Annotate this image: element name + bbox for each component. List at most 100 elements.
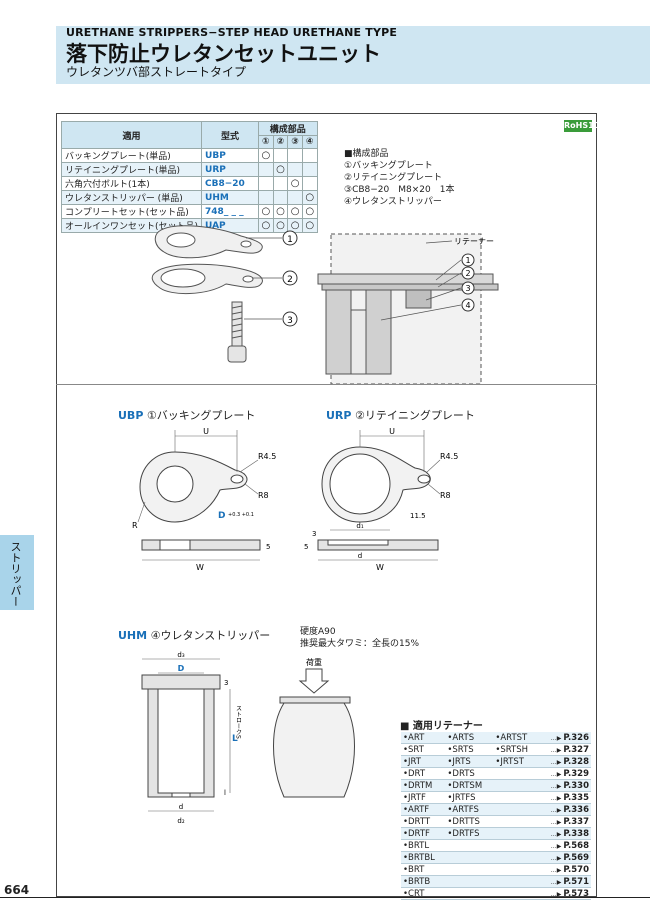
retainer-page[interactable]: …▶P.337 [538,815,591,828]
retainer-page[interactable]: …▶P.335 [538,791,591,804]
retainer-c [493,887,539,900]
dim-r45: R4.5 [440,452,458,461]
uhm-title: UHM ④ウレタンストリッパー [118,627,270,643]
col-use: 適用 [60,121,203,149]
row-use: リテイニングプレート(単品) [60,162,203,177]
retainer-c: •ARTST [493,732,539,744]
dim-11-5: 11.5 [410,512,426,520]
list-item: •BRT…▶P.570 [401,863,591,876]
row-mark: ○ [301,190,318,205]
retainer-c [493,851,539,864]
english-title: URETHANE STRIPPERS−STEP HEAD URETHANE TY… [66,26,398,39]
retainer-a: •JRTF [401,791,446,804]
dim-r45: R4.5 [258,452,276,461]
part-num: ④ [301,135,318,149]
load-arrow-icon [298,668,330,694]
retainer-page[interactable]: …▶P.326 [538,732,591,744]
retainer-label: リテーナー [454,237,494,246]
retainer-b: •DRTTS [445,815,494,828]
row-mark [258,176,274,191]
dim-stroke: ストロークS [235,705,242,739]
retainer-a: •ARTF [401,803,446,816]
japanese-subtitle: ウレタンツバ部ストレートタイプ [66,65,247,79]
table-row: 六角穴付ボルト(1本)CB8−20○ [60,176,318,191]
row-type: URP [201,162,260,177]
dim-5: 5 [304,543,308,551]
retainer-page[interactable]: …▶P.330 [538,779,591,792]
page-ref-icon: …▶ [550,758,562,766]
page-ref-icon: …▶ [550,866,562,874]
retainer-page[interactable]: …▶P.569 [538,851,591,864]
retainer-c: •SRTSH [493,743,539,756]
retainers-table: •ART•ARTS•ARTST…▶P.326•SRT•SRTS•SRTSH…▶P… [401,732,591,900]
retainer-c [493,863,539,876]
retainer-page-num: P.569 [563,852,589,863]
list-item: •BRTBL…▶P.569 [401,851,591,864]
page-ref-icon: …▶ [550,818,562,826]
page-ref-icon: …▶ [550,746,562,754]
assembly-drawing [317,233,499,384]
retainer-page-num: P.571 [563,876,589,887]
urp-name: ②リテイニングプレート [354,409,475,422]
row-mark [287,162,303,177]
ubp-code: UBP [118,409,144,422]
top-drawings: 1 2 3 リテーナー 1 2 3 4 [151,225,499,384]
assembly-callouts: 1 2 3 4 [461,253,475,312]
retainer-page[interactable]: …▶P.327 [538,743,591,756]
row-use: ウレタンストリッパー (単品) [60,190,203,205]
retainer-page[interactable]: …▶P.568 [538,839,591,852]
retainer-b [445,887,494,900]
list-item: •SRT•SRTS•SRTSH…▶P.327 [401,743,591,756]
list-item: •BRTB…▶P.571 [401,875,591,888]
retainer-page[interactable]: …▶P.329 [538,767,591,780]
hardness-line-1: 硬度A90 [300,627,336,637]
uhm-code: UHM [118,629,148,642]
retainer-c: •JRTST [493,755,539,768]
retainer-c [493,827,539,840]
callout-1: 1 [465,256,470,265]
retainer-b: •DRTSM [445,779,494,792]
dim-r8: R8 [440,491,451,500]
retainer-a: •CRT [401,887,446,900]
page-ref-icon: …▶ [550,770,562,778]
retainer-page[interactable]: …▶P.328 [538,755,591,768]
table-row: ウレタンストリッパー (単品)UHM○ [60,190,318,205]
callout-2: 2 [287,275,293,285]
list-item: •ART•ARTS•ARTST…▶P.326 [401,732,591,744]
urp-code: URP [326,409,352,422]
uhm-name: ④ウレタンストリッパー [150,629,271,642]
dim-l: l [224,789,226,797]
retainer-page[interactable]: …▶P.338 [538,827,591,840]
table-row: オールインワンセット(セット品)UAP○○○○ [60,218,318,233]
content-frame [56,113,597,897]
dim-d3: d₃ [177,651,184,659]
dim-3: 3 [312,530,316,538]
retainer-page-num: P.570 [563,864,589,875]
row-mark: ○ [272,218,289,233]
row-use: 六角穴付ボルト(1本) [60,176,203,191]
retainer-b [445,851,494,864]
compressed-stripper [273,702,355,798]
dim-r: R [132,521,138,530]
retainer-page[interactable]: …▶P.573 [538,887,591,900]
callout-4: 4 [465,301,470,310]
retainer-page[interactable]: …▶P.571 [538,875,591,888]
dim-3: 3 [224,679,228,687]
dim-d: D [218,511,225,521]
header-band [56,26,650,84]
japanese-title: 落下防止ウレタンセットユニット [66,42,381,66]
page-ref-icon: …▶ [550,890,562,898]
row-mark: ○ [258,148,274,163]
table-row: リテイニングプレート(単品)URP○ [60,162,318,177]
retainer-c [493,803,539,816]
row-mark [287,190,303,205]
list-item: •DRTF•DRTFS…▶P.338 [401,827,591,840]
page-ref-icon: …▶ [550,854,562,862]
retainer-page[interactable]: …▶P.336 [538,803,591,816]
retainer-a: •BRTL [401,839,446,852]
row-mark [272,176,289,191]
dim-w: W [196,563,204,572]
page-ref-icon: …▶ [550,806,562,814]
retainer-page[interactable]: …▶P.570 [538,863,591,876]
retainer-page-num: P.330 [563,780,589,791]
